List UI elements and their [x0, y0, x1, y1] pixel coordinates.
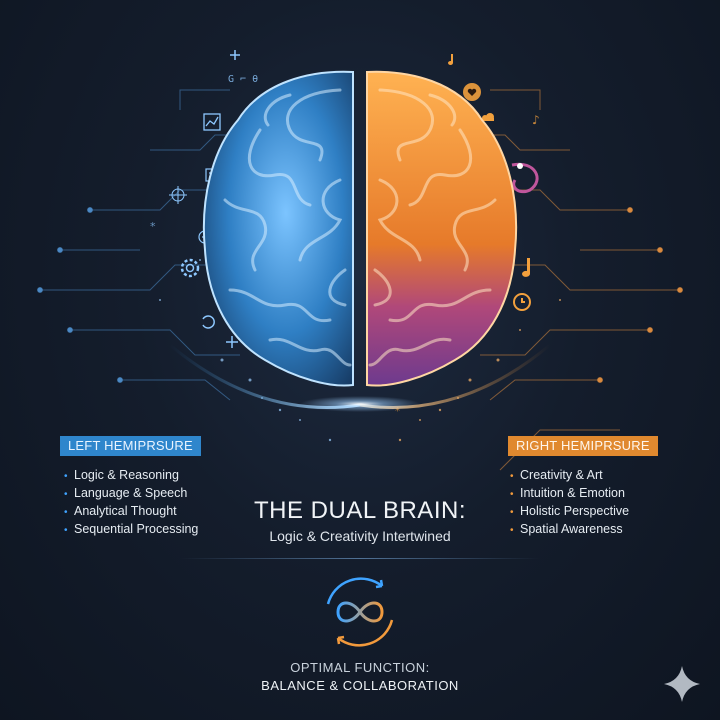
- list-item: •Sequential Processing: [64, 520, 198, 538]
- svg-text:*: *: [395, 406, 400, 417]
- chart-icon: [203, 113, 221, 131]
- divider: [180, 558, 540, 559]
- bullet-icon: •: [510, 525, 514, 536]
- footer-text: BALANCE & COLLABORATION: [261, 678, 459, 693]
- left-hemisphere: [202, 70, 354, 387]
- list-item: •Language & Speech: [64, 484, 198, 502]
- list-item: •Creativity & Art: [510, 466, 629, 484]
- svg-text:*: *: [150, 220, 156, 233]
- svg-text:♪: ♪: [532, 113, 540, 127]
- cross-icon: [226, 336, 238, 348]
- music-note-icon: [522, 258, 530, 277]
- left-circuit-lines: [37, 89, 250, 401]
- page-title: THE DUAL BRAIN:: [254, 497, 466, 524]
- right-hemisphere-list: •Creativity & Art •Intuition & Emotion •…: [510, 466, 629, 538]
- bullet-icon: •: [510, 471, 514, 482]
- right-hemisphere: [366, 70, 518, 387]
- swirl-icon: [511, 162, 539, 194]
- left-hemisphere-label: LEFT HEMIPRSURE: [60, 436, 201, 456]
- footer-heading: OPTIMAL FUNCTION:: [290, 660, 430, 675]
- bullet-icon: •: [64, 507, 68, 518]
- page-subtitle: Logic & Creativity Intertwined: [269, 528, 451, 544]
- bullet-icon: •: [510, 489, 514, 500]
- sparkle-icon: [664, 666, 700, 702]
- music-note-icon-small: [448, 54, 453, 65]
- center-glow: [300, 396, 420, 412]
- svg-text:G ⌐ θ: G ⌐ θ: [228, 74, 258, 85]
- target-icon: [169, 186, 187, 204]
- list-item: •Spatial Awareness: [510, 520, 629, 538]
- refresh-icon: [202, 315, 215, 329]
- clock-icon: [513, 293, 531, 311]
- heart-icon: [463, 83, 481, 101]
- plus-icon: [230, 50, 240, 60]
- particles: [159, 259, 332, 442]
- list-item: •Holistic Perspective: [510, 502, 629, 520]
- list-item: •Analytical Thought: [64, 502, 198, 520]
- left-hemisphere-list: •Logic & Reasoning •Language & Speech •A…: [64, 466, 198, 538]
- right-hemisphere-label: RIGHT HEMIPRSURE: [508, 436, 658, 456]
- list-item: •Logic & Reasoning: [64, 466, 198, 484]
- cloud-icon: [482, 113, 494, 121]
- bullet-icon: •: [64, 525, 68, 536]
- bullet-icon: •: [64, 471, 68, 482]
- gear-icon: [180, 258, 200, 278]
- bullet-icon: •: [64, 489, 68, 500]
- infinity-cycle-icon: [326, 577, 394, 647]
- list-item: •Intuition & Emotion: [510, 484, 629, 502]
- bullet-icon: •: [510, 507, 514, 518]
